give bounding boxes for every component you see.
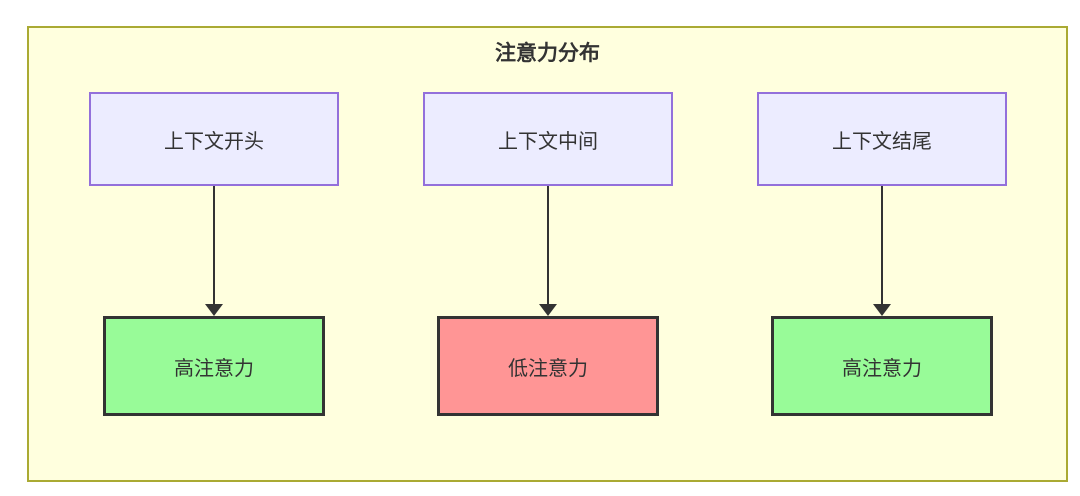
node-low-attention: 低注意力	[437, 316, 659, 416]
node-context-end: 上下文结尾	[757, 92, 1007, 186]
arrow-beginning-to-high	[205, 186, 223, 316]
flow-column-end: 上下文结尾 高注意力	[757, 92, 1007, 416]
arrow-end-to-high	[873, 186, 891, 316]
arrowhead-icon	[539, 304, 557, 316]
flow-column-beginning: 上下文开头 高注意力	[89, 92, 339, 416]
node-context-middle: 上下文中间	[423, 92, 673, 186]
arrow-shaft	[881, 186, 883, 304]
flow-column-middle: 上下文中间 低注意力	[423, 92, 673, 416]
arrow-shaft	[213, 186, 215, 304]
arrowhead-icon	[873, 304, 891, 316]
arrow-middle-to-low	[539, 186, 557, 316]
diagram-title: 注意力分布	[495, 42, 600, 65]
cluster-attention-distribution: 注意力分布 上下文开头 高注意力 上下文中间 低注意力 上下文结尾	[27, 26, 1068, 482]
arrow-shaft	[547, 186, 549, 304]
arrowhead-icon	[205, 304, 223, 316]
node-high-attention-right: 高注意力	[771, 316, 993, 416]
node-context-beginning: 上下文开头	[89, 92, 339, 186]
node-high-attention-left: 高注意力	[103, 316, 325, 416]
